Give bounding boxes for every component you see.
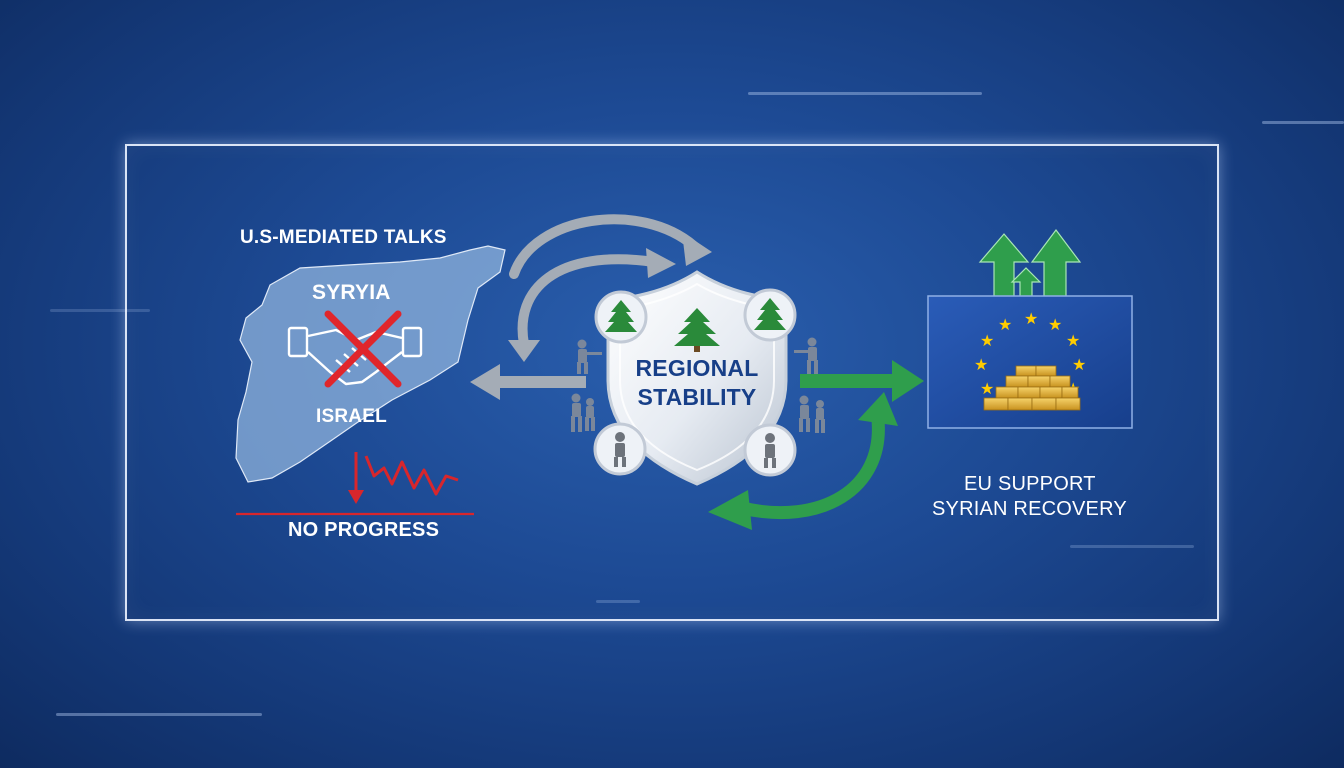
talks-label: U.S-MEDIATED TALKS bbox=[240, 227, 447, 248]
cedar-tree-icon bbox=[674, 308, 720, 352]
stability-label: STABILITY bbox=[637, 384, 757, 410]
syria-map bbox=[235, 245, 506, 483]
syrian-recovery-label: SYRIAN RECOVERY bbox=[932, 498, 1127, 520]
declining-chart-icon bbox=[236, 452, 474, 516]
decorative-line bbox=[50, 309, 150, 312]
right-arrow bbox=[800, 360, 924, 402]
decorative-line bbox=[1070, 545, 1194, 548]
decorative-line bbox=[596, 600, 640, 603]
svg-text:★: ★ bbox=[974, 355, 988, 374]
syria-label: SYRYIA bbox=[312, 281, 391, 304]
decorative-line bbox=[748, 92, 982, 95]
decorative-line bbox=[56, 713, 262, 716]
svg-text:★: ★ bbox=[998, 315, 1012, 334]
svg-text:★: ★ bbox=[980, 331, 994, 350]
arrowhead bbox=[508, 340, 540, 362]
soldier-medallion bbox=[743, 423, 797, 477]
up-arrows-icon bbox=[978, 229, 1082, 301]
arrowhead bbox=[682, 232, 712, 266]
cedar-medallion bbox=[594, 290, 648, 344]
israel-label: ISRAEL bbox=[316, 406, 387, 427]
decorative-line bbox=[1262, 121, 1344, 124]
soldier-icon bbox=[571, 337, 825, 433]
red-x-icon bbox=[324, 310, 402, 388]
cycle-arrows-icon bbox=[509, 214, 699, 349]
main-frame bbox=[125, 144, 1219, 621]
svg-text:★: ★ bbox=[1066, 331, 1080, 350]
soldier-medallion bbox=[593, 422, 647, 476]
svg-text:★: ★ bbox=[1048, 315, 1062, 334]
regional-label: REGIONAL bbox=[635, 355, 759, 381]
no-progress-label: NO PROGRESS bbox=[288, 519, 440, 541]
cedar-medallion bbox=[743, 288, 797, 342]
eu-support-label: EU SUPPORT bbox=[964, 473, 1096, 495]
green-cycle-arrow bbox=[708, 392, 898, 530]
svg-text:★: ★ bbox=[1024, 309, 1038, 328]
svg-text:★: ★ bbox=[980, 379, 994, 398]
svg-text:★: ★ bbox=[1072, 355, 1086, 374]
gold-bars-icon bbox=[983, 365, 1081, 411]
arrowhead bbox=[646, 248, 676, 278]
left-arrow bbox=[470, 364, 586, 400]
